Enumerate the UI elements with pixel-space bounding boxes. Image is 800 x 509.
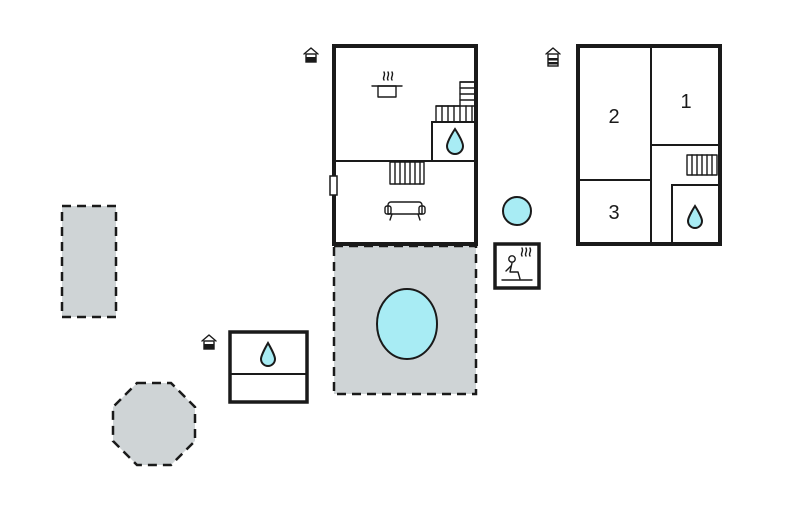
entrance-door [329,175,338,196]
hot-tub-icon [502,196,532,226]
room-number-1: 1 [680,91,691,113]
small-bathroom-building [228,330,309,404]
sauna-room [493,242,541,290]
stairs-icon [389,161,425,185]
pool-icon [376,288,438,360]
main-building [329,44,478,246]
house-icon [201,334,217,350]
sofa-icon [384,201,426,221]
stairs-icon [686,154,718,176]
outdoor-area-rectangle [60,204,118,319]
sauna-icon [501,247,533,281]
pot-icon [371,71,403,98]
annex-bathroom-room [671,184,721,245]
annex-building: 2 1 3 [576,44,722,246]
stairs-icon [435,81,477,123]
small-building-outline [228,330,309,404]
outdoor-area-octagon [111,381,197,467]
pool-terrace [332,244,478,396]
water-drop-icon [259,341,277,367]
room-number-2: 2 [608,106,619,128]
house-icon [303,47,319,63]
water-drop-icon [686,204,704,229]
water-drop-icon [445,127,465,155]
room-number-3: 3 [608,202,619,224]
house-icon [545,47,561,67]
